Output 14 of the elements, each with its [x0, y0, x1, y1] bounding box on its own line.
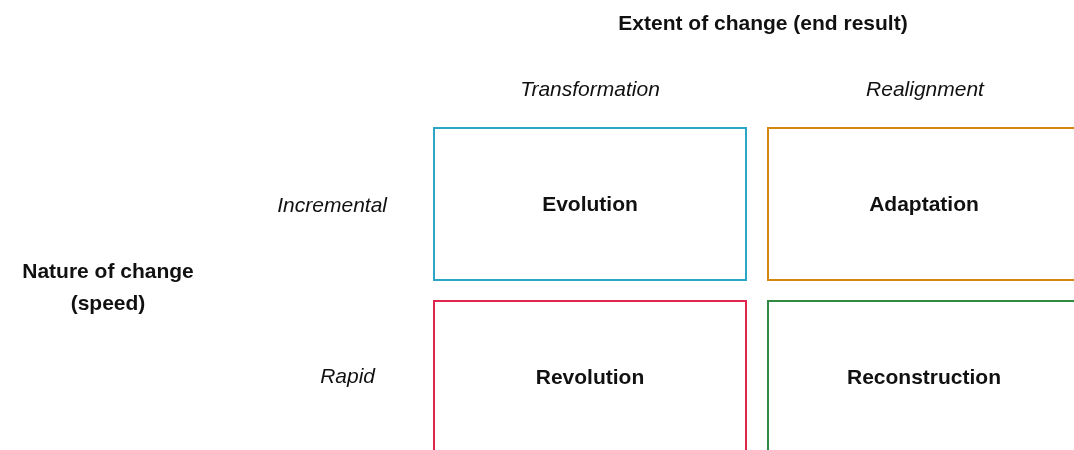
quadrant-box — [767, 300, 1074, 450]
quadrant-box — [433, 127, 747, 281]
column-heading: Transformation — [520, 77, 660, 101]
axis-title: Extent of change (end result) — [618, 11, 908, 35]
quadrant-box — [433, 300, 747, 450]
quadrant-box — [767, 127, 1074, 281]
row-heading: Incremental — [277, 193, 387, 217]
quadrant-label: Reconstruction — [847, 365, 1001, 389]
column-heading: Realignment — [866, 77, 984, 101]
quadrant-label: Revolution — [535, 365, 645, 389]
row-heading: Rapid — [320, 364, 375, 388]
quadrant-label: Evolution — [542, 192, 638, 216]
axis-title: Nature of change (speed) — [21, 258, 195, 316]
quadrant-label: Adaptation — [869, 192, 979, 216]
